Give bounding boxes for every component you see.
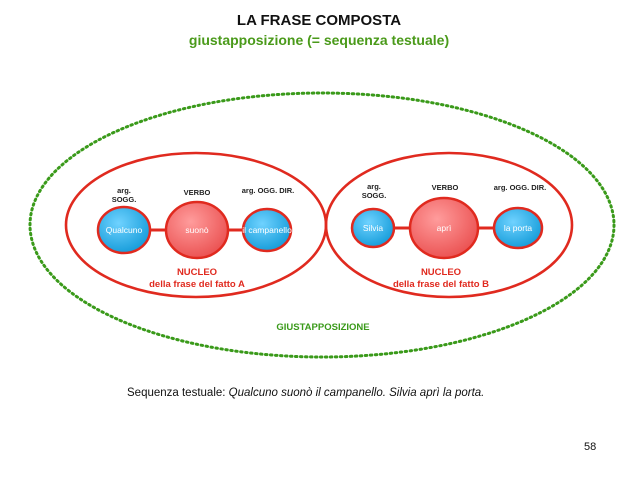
nucleo-b-ellipse — [324, 151, 574, 299]
sequenza-text: Qualcuno suonò il campanello. Silvia apr… — [228, 387, 485, 399]
nucleo-b-title: NUCLEO — [420, 267, 462, 278]
node-b-verb-label: aprì — [436, 223, 452, 233]
node-a-subject-label: Qualcuno — [105, 225, 143, 235]
role-a-subject: arg. SOGG. — [111, 186, 137, 204]
node-b-subject — [350, 207, 396, 249]
role-a-verb: VERBO — [183, 188, 211, 197]
node-b-verb — [408, 196, 480, 260]
node-a-verb-label: suonò — [185, 225, 209, 235]
slide-subtitle: giustapposizione (= sequenza testuale) — [188, 32, 450, 48]
giustapposizione-label: GIUSTAPPOSIZIONE — [276, 322, 370, 333]
sequenza-testuale: Sequenza testuale: Qualcuno suonò il cam… — [127, 387, 484, 399]
node-b-object-label: la porta — [503, 223, 533, 233]
sequenza-prefix: Sequenza testuale: — [127, 387, 226, 399]
node-b-subject-label: Silvia — [362, 223, 384, 233]
nucleo-a-title: NUCLEO — [176, 267, 218, 278]
nucleo-a-caption: della frase del fatto A — [149, 279, 245, 290]
role-b-object: arg. OGG. DIR. — [493, 183, 547, 192]
slide-title: LA FRASE COMPOSTA — [236, 12, 402, 29]
node-a-verb — [164, 200, 230, 260]
node-a-object-label: il campanello — [242, 225, 292, 235]
page-number: 58 — [584, 441, 597, 453]
node-b-object — [492, 206, 544, 250]
role-b-subject: arg. SOGG. — [361, 182, 387, 200]
nucleo-b-caption: della frase del fatto B — [392, 279, 490, 290]
giustapposizione-ellipse — [28, 91, 616, 359]
node-a-object — [241, 207, 293, 253]
node-a-subject — [96, 205, 152, 255]
role-b-verb: VERBO — [431, 183, 459, 192]
role-a-object: arg. OGG. DIR. — [241, 186, 295, 195]
